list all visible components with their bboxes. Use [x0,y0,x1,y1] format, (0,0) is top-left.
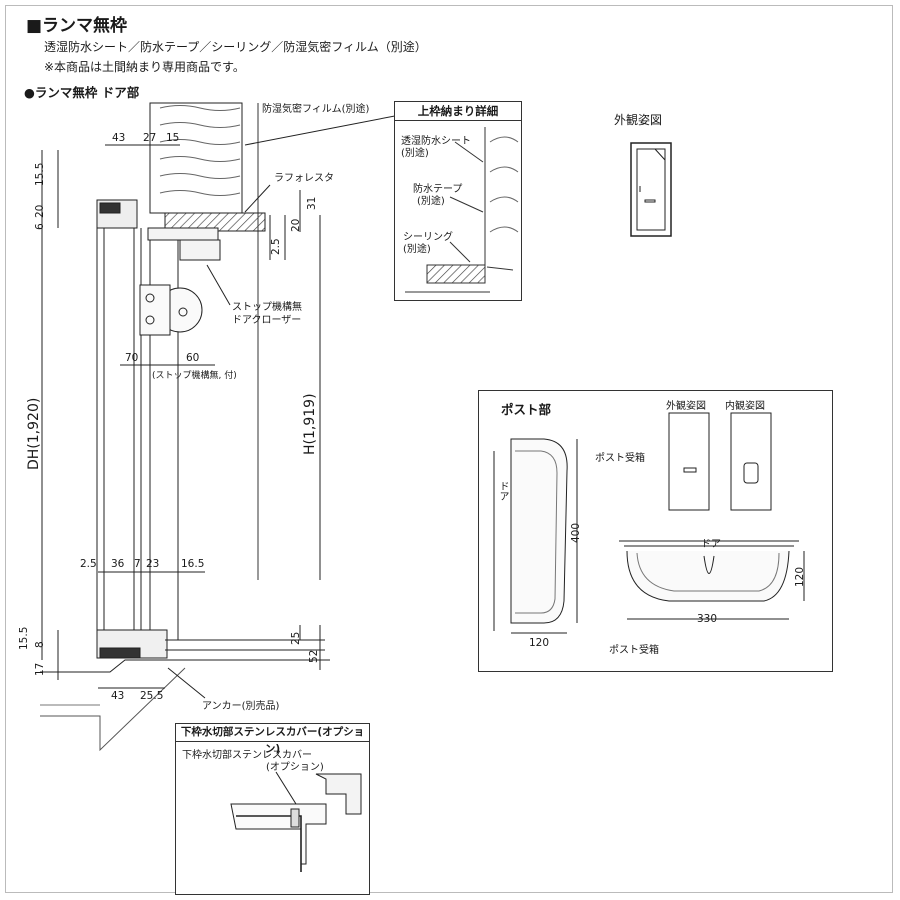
dim-36: 36 [111,558,125,570]
page-title: ■ランマ無枠 [26,16,128,36]
exterior-title: 外観姿図 [614,113,663,127]
sheet-sub: (別途) [401,148,429,159]
post-ext-label: 外観姿図 [666,401,706,412]
dim-43-bottom: 43 [111,690,125,702]
seal-label: シーリング [403,232,453,243]
dim-25-5: 25.5 [140,690,164,702]
post-receiver-bottom: ポスト受箱 [609,645,659,656]
option-label-1: 下枠水切部ステンレスカバー [182,750,312,761]
upper-frame-detail: 上枠納まり詳細 透湿防水シート (別途) 防水テープ (別途) シーリング (別… [394,101,522,301]
post-drawing [493,412,805,634]
post-door-vertical: ドア [497,481,508,501]
sheet-label: 透湿防水シート [401,136,471,147]
option-box: 下枠水切部ステンレスカバー(オプション) 下枠水切部ステンレスカバー (オプショ… [175,723,370,895]
seal-sub: (別途) [403,244,431,255]
post-receiver-top: ポスト受箱 [595,453,645,464]
film-label: 防湿気密フィルム(別途) [262,104,370,115]
closer-label-1: ストップ機構無 [232,302,302,313]
raforesta-label: ラフォレスタ [274,173,334,184]
option-label-2: (オプション) [266,762,324,773]
closer-label-2: ドアクローザー [232,315,302,326]
page-frame [5,5,893,893]
dim-120-left: 120 [529,637,550,649]
dim-70: 70 [125,352,139,364]
dim-60: 60 [186,352,200,364]
post-title: ポスト部 [501,402,552,417]
post-section: ポスト部 外観姿図 内観姿図 ポスト受箱 ポスト受箱 ドア ドア 400 120… [478,390,833,672]
tape-sub: (別途) [417,196,445,207]
option-drawing [230,771,362,872]
anchor-label: アンカー(別売品) [202,701,280,712]
dim-15: 15 [166,132,180,144]
dim-27: 27 [143,132,157,144]
post-int-label: 内観姿図 [725,401,765,412]
post-door-horizontal: ドア [701,539,721,550]
stop-note: (ストップ機構無, 付) [152,371,237,381]
dim-2-5-mid: 2.5 [80,558,97,570]
option-title: 下枠水切部ステンレスカバー(オプション) [176,724,369,755]
detail-drawing [405,127,519,293]
product-note: ※本商品は土間納まり専用商品です。 [44,60,245,74]
material-note: 透湿防水シート／防水テープ／シーリング／防湿気密フィルム（別途） [44,40,427,54]
dim-16-5: 16.5 [181,558,205,570]
detail-title: 上枠納まり詳細 [395,102,521,121]
dim-7: 7 [134,558,141,570]
dim-43-top: 43 [112,132,126,144]
tape-label: 防水テープ [413,184,463,195]
dim-23: 23 [146,558,160,570]
section-title: ●ランマ無枠 ドア部 [24,85,140,100]
